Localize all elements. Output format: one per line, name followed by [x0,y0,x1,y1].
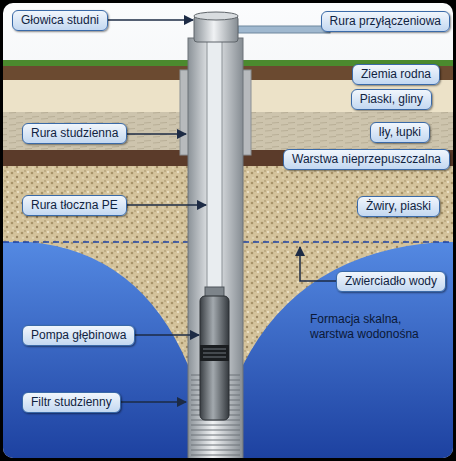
callout-text: Pompa głębinowa [31,328,126,343]
layer-label: Formacja skalna, warstwa wodonośna [310,312,435,342]
callout-text: Rura studzienna [31,126,118,141]
callout-text: Żwiry, piaski [366,199,431,214]
pump-intake [200,345,229,361]
callout-box: Iły, łupki [370,122,430,143]
callout-text: Warstwa nieprzepuszczalna [292,152,441,167]
callout-box: Zwierciadło wody [336,271,446,292]
callout-text: Głowica studni [21,13,99,28]
callout-text: Ziemia rodna [361,67,431,82]
callout-box: Piaski, gliny [351,89,432,110]
callout-box: Rura tłoczna PE [22,195,127,216]
pump-body [200,296,229,420]
well-head-cap [194,12,238,20]
callout-box: Głowica studni [12,10,108,31]
callout-text: Rura tłoczna PE [31,198,118,213]
callout-box: Pompa głębinowa [22,325,135,346]
callout-text: Rura przyłączeniowa [330,14,441,29]
callout-box: Rura studzienna [22,123,127,144]
callout-box: Ziemia rodna [352,64,440,85]
callout-box: Rura przyłączeniowa [321,11,450,32]
sky [3,3,453,458]
callout-text: Filtr studzienny [31,395,112,410]
callout-box: Filtr studzienny [22,392,121,413]
callout-box: Warstwa nieprzepuszczalna [283,149,450,170]
well-casing [188,38,243,458]
callout-text: Piaski, gliny [360,92,423,107]
connection-pipe [238,26,330,33]
intake-screen [203,349,226,357]
callout-text: Zwierciadło wody [345,274,437,289]
callout-box: Żwiry, piaski [357,196,440,217]
callout-text: Iły, łupki [379,125,421,140]
riser-pipe [207,38,222,290]
